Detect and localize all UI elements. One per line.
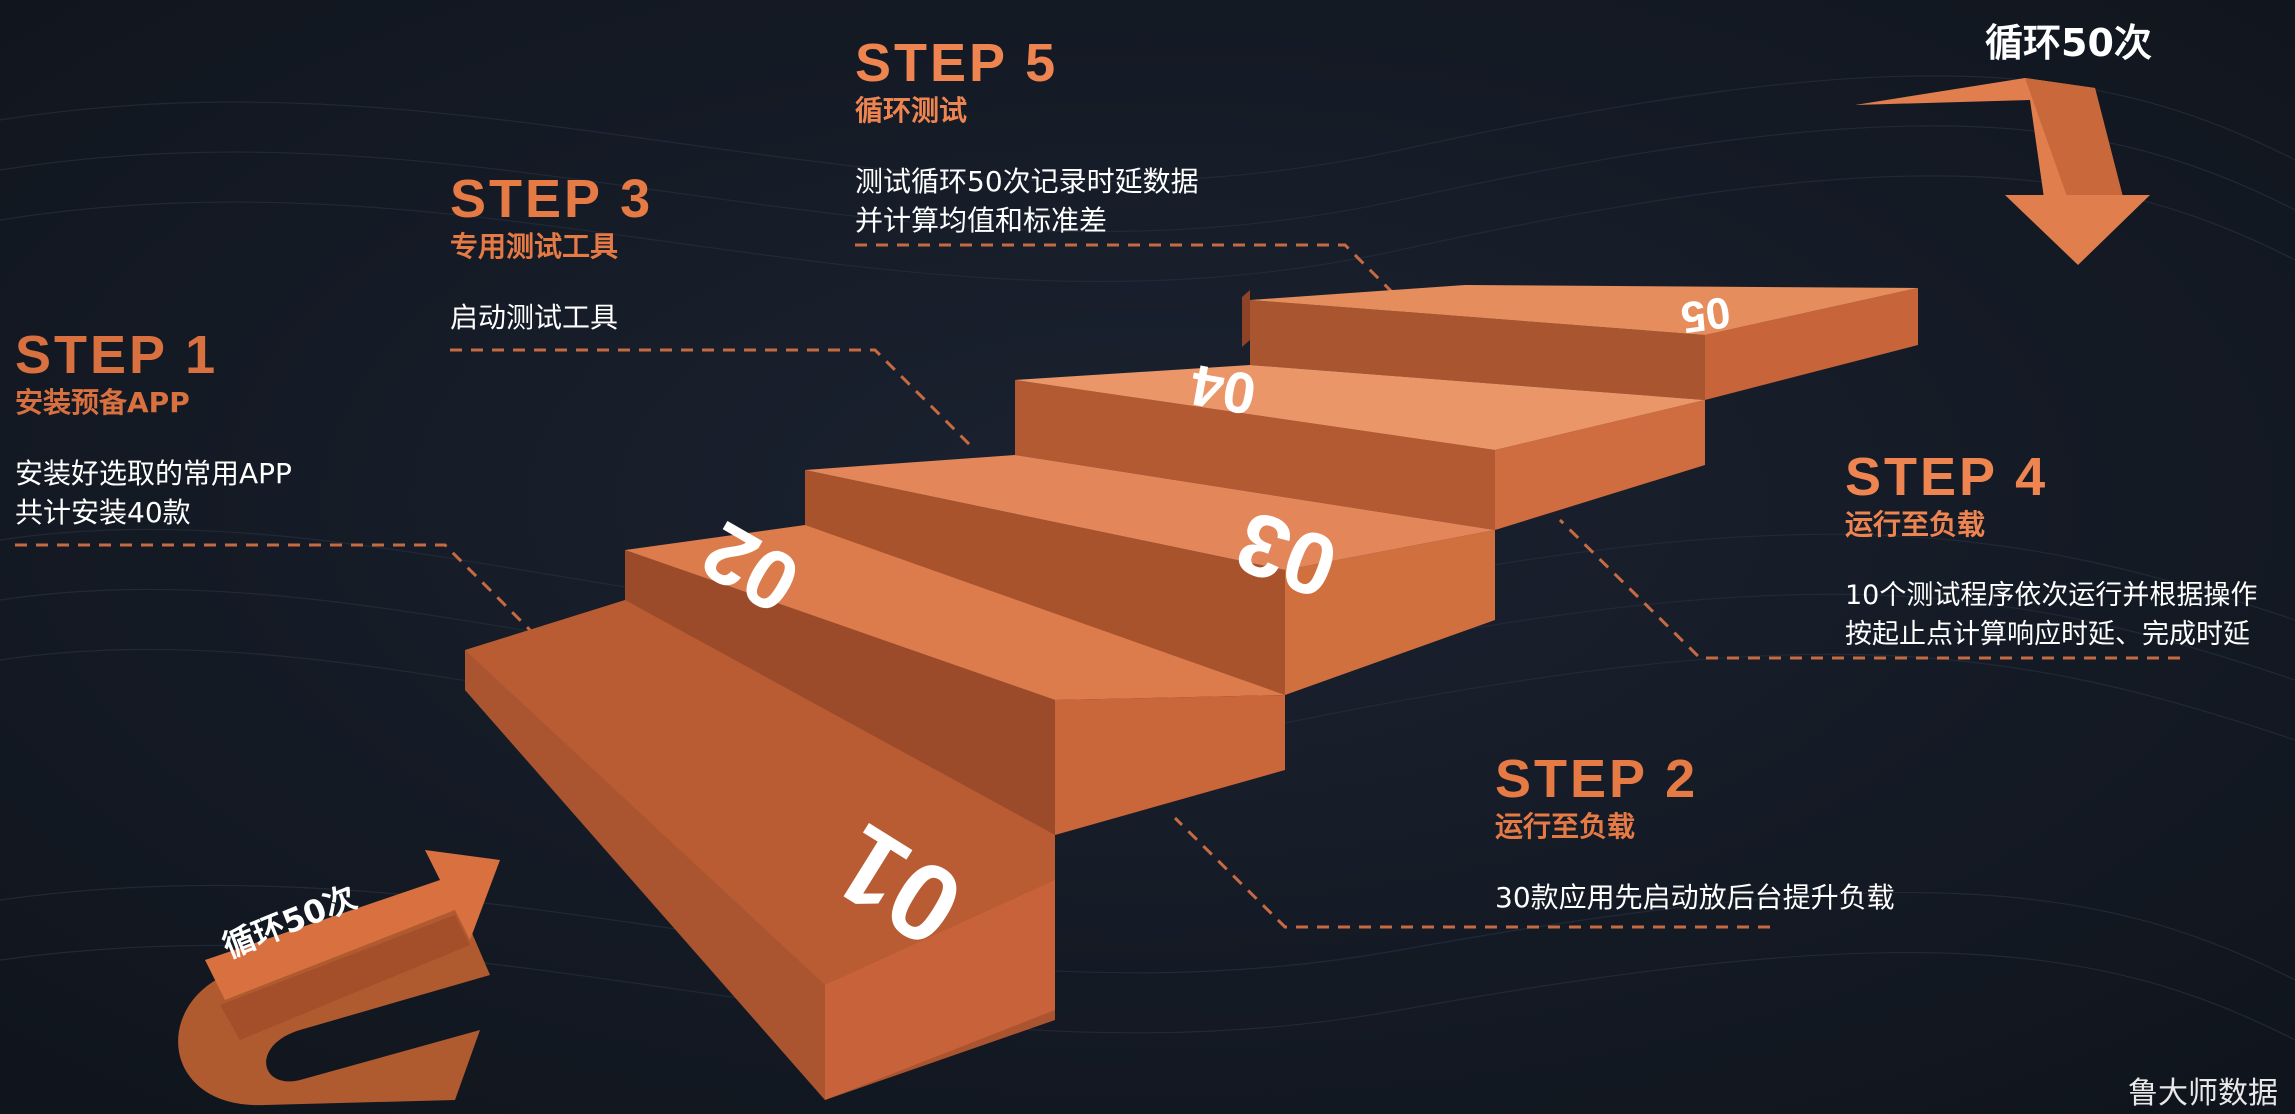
step-4-line-1: 10个测试程序依次运行并根据操作 [1845, 580, 2258, 611]
step-05-front [1250, 300, 1705, 400]
step-5-subtitle: 循环测试 [855, 94, 968, 127]
step-05-top [1250, 285, 1918, 335]
step-5-line-2: 并计算均值和标准差 [855, 204, 1108, 237]
step-4-line-2: 按起止点计算响应时延、完成时延 [1845, 619, 2250, 650]
step-2-line-1: 30款应用先启动放后台提升负载 [1495, 881, 1895, 914]
step-03-top [805, 455, 1495, 570]
watermark: 鲁大师数据 [2128, 1076, 2278, 1111]
leader-line-3 [450, 348, 972, 447]
leader-line-4 [1558, 518, 2180, 660]
step-5-line-1: 测试循环50次记录时延数据 [855, 165, 1199, 198]
step-3-subtitle: 专用测试工具 [450, 230, 619, 263]
leader-line-2 [1173, 816, 1770, 929]
step-02-front [625, 550, 1055, 835]
step-04-riser [1495, 400, 1705, 530]
step-03-riser [1285, 530, 1495, 695]
step-3-line-1: 启动测试工具 [450, 301, 619, 334]
step-3-desc: 启动测试工具 [450, 298, 653, 337]
step-02-top [625, 525, 1285, 700]
step-1-subtitle: 安装预备APP [15, 386, 190, 419]
leader-lines [15, 243, 2180, 929]
step-2-block: STEP 2 运行至负载 30款应用先启动放后台提升负载 [1495, 752, 1895, 917]
step-02-riser [1055, 695, 1285, 835]
step-1-title: STEP 1 [15, 325, 219, 385]
step-3-title: STEP 3 [450, 169, 654, 229]
step-5-title: STEP 5 [855, 33, 1059, 93]
step-01-riser [825, 880, 1055, 1100]
loop-label-top: 循环50次 [1985, 21, 2152, 65]
loop-arrow-bottom [178, 850, 500, 1106]
step-2-desc: 30款应用先启动放后台提升负载 [1495, 878, 1895, 917]
step-5-desc: 测试循环50次记录时延数据 并计算均值和标准差 [855, 162, 1199, 240]
step-4-block: STEP 4 运行至负载 10个测试程序依次运行并根据操作 按起止点计算响应时延… [1845, 450, 2257, 654]
step-2-subtitle: 运行至负载 [1495, 810, 1636, 843]
step-1-desc: 安装好选取的常用APP 共计安装40款 [15, 454, 292, 532]
step-4-title: STEP 4 [1845, 447, 2049, 507]
step-2-title: STEP 2 [1495, 749, 1699, 809]
step-4-subtitle: 运行至负载 [1845, 508, 1986, 541]
step-1-line-2: 共计安装40款 [15, 496, 191, 529]
step-03-front [805, 470, 1285, 695]
step-05-riser [1705, 288, 1918, 400]
step-4-desc: 10个测试程序依次运行并根据操作 按起止点计算响应时延、完成时延 [1845, 576, 2257, 654]
loop-arrow-top [1855, 78, 2150, 265]
step-05-side [1242, 290, 1250, 347]
step-1-line-1: 安装好选取的常用APP [15, 457, 292, 490]
leader-line-1 [15, 543, 532, 632]
step-number-04: 04 [1186, 352, 1261, 427]
step-1-block: STEP 1 安装预备APP 安装好选取的常用APP 共计安装40款 [15, 328, 292, 532]
step-04-top [1015, 365, 1705, 450]
leader-line-5 [855, 243, 1397, 297]
step-04-front [1015, 380, 1495, 530]
staircase [465, 285, 1918, 1100]
step-5-block: STEP 5 循环测试 测试循环50次记录时延数据 并计算均值和标准差 [855, 36, 1199, 240]
step-number-05: 05 [1678, 287, 1733, 342]
step-3-block: STEP 3 专用测试工具 启动测试工具 [450, 172, 653, 337]
step-01-top [465, 600, 1055, 985]
